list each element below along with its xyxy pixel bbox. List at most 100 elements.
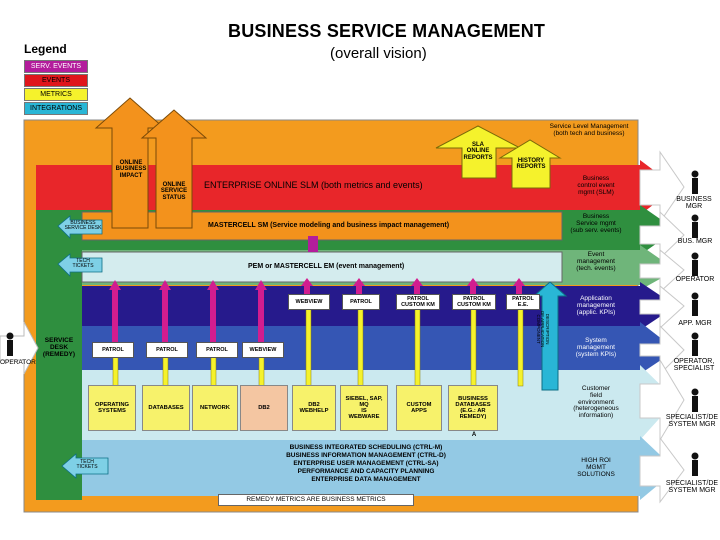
magenta-arrow-1 bbox=[112, 286, 118, 344]
yellow-arrow-9 bbox=[517, 307, 524, 387]
legend-serv-events: SERV. EVENTS bbox=[24, 60, 88, 73]
magenta-arrow-5 bbox=[304, 282, 310, 296]
tail-arrow-3 bbox=[639, 248, 685, 294]
env-box-custom-apps: CUSTOM APPS bbox=[396, 385, 442, 431]
right-label-bsm: Business Service mgmt (sub serv. events) bbox=[570, 213, 622, 234]
label-tech-tickets-1: TECH TICKETS bbox=[72, 258, 94, 270]
magenta-arrow-8 bbox=[470, 282, 476, 296]
page-subtitle: (overall vision) bbox=[330, 45, 427, 62]
label-business-service-desk: BUSINESS SERVICE DESK bbox=[64, 220, 102, 232]
person-icon-1 bbox=[691, 170, 699, 194]
arrow-sla-reports bbox=[435, 125, 521, 179]
yellow-arrow-2 bbox=[162, 355, 169, 387]
yellow-arrow-3 bbox=[210, 355, 217, 387]
yellow-arrow-6 bbox=[357, 307, 364, 387]
yellow-arrow-4 bbox=[258, 355, 265, 387]
person-icon-2 bbox=[691, 214, 699, 238]
env-box-db2: DB2 bbox=[240, 385, 288, 431]
bottom-line-1: BUSINESS INTEGRATED SCHEDULING (CTRL-M) bbox=[289, 444, 443, 451]
page-title: BUSINESS SERVICE MANAGEMENT bbox=[228, 21, 546, 41]
legend-integrations: INTEGRATIONS bbox=[24, 102, 88, 115]
remedy-note: REMEDY METRICS ARE BUSINESS METRICS bbox=[218, 494, 414, 506]
person-icon-5 bbox=[691, 332, 699, 356]
legend-events: EVENTS bbox=[24, 74, 88, 87]
magenta-arrow-4 bbox=[258, 286, 264, 344]
bottom-line-5: ENTERPRISE DATA MANAGEMENT bbox=[311, 476, 421, 483]
arrow-business-service-desk bbox=[57, 215, 103, 239]
slm-layer-label: ENTERPRISE ONLINE SLM (both metrics and … bbox=[204, 180, 423, 190]
env-box-network: NETWORK bbox=[192, 385, 238, 431]
magenta-arrow-7 bbox=[414, 282, 420, 296]
role-left-operator: OPERATOR bbox=[0, 359, 36, 366]
pem-bar bbox=[81, 251, 563, 283]
cyan-vertical-arrow bbox=[532, 281, 568, 391]
label-tech-tickets-3: TECH TICKETS bbox=[76, 459, 98, 471]
label-online-business-impact: ONLINE BUSINESS IMPACT bbox=[115, 160, 147, 179]
role-app-mgr: APP. MGR bbox=[678, 320, 712, 327]
env-box-business-databases: BUSINESS DATABASES (E.G.: AR REMEDY) bbox=[448, 385, 498, 431]
person-icon-7 bbox=[691, 452, 699, 476]
yellow-arrow-5 bbox=[305, 307, 312, 387]
navy-box-patrol-custom-2: PATROL CUSTOM KM bbox=[452, 294, 496, 310]
arrow-online-service-status bbox=[140, 109, 208, 229]
magenta-arrow-3 bbox=[210, 286, 216, 344]
tail-arrow-4 bbox=[639, 284, 685, 330]
blue-box-patrol-1: PATROL bbox=[92, 342, 134, 358]
navy-box-patrol: PATROL bbox=[342, 294, 380, 310]
role-operator-specialist: OPERATOR, SPECIALIST bbox=[673, 358, 715, 373]
slm-note: Service Level Management (both tech and … bbox=[549, 123, 629, 137]
arrow-tech-tickets-1 bbox=[57, 253, 103, 277]
purple-connector bbox=[308, 236, 318, 252]
legend-title: Legend bbox=[24, 42, 67, 56]
magenta-arrow-9 bbox=[516, 282, 522, 296]
env-box-operating-systems: OPERATING SYSTEMS bbox=[88, 385, 136, 431]
env-box-siebel: SIEBEL, SAP, MQ IS WEBWARE bbox=[340, 385, 388, 431]
blue-box-patrol-2: PATROL bbox=[146, 342, 188, 358]
bottom-line-2: BUSINESS INFORMATION MANAGEMENT (CTRL-D) bbox=[286, 452, 446, 459]
bottom-layer bbox=[82, 436, 676, 500]
navy-box-patrol-ee: PATROL E.E. bbox=[506, 294, 540, 310]
yellow-arrow-1 bbox=[112, 355, 119, 387]
yellow-arrow-7 bbox=[414, 307, 421, 387]
tail-arrow-2 bbox=[639, 210, 685, 260]
navy-box-webview: WEBVIEW bbox=[288, 294, 330, 310]
magenta-arrow-6 bbox=[356, 282, 362, 296]
blue-layer bbox=[82, 322, 676, 374]
yellow-arrow-8 bbox=[470, 307, 477, 387]
navy-box-patrol-custom-1: PATROL CUSTOM KM bbox=[396, 294, 440, 310]
env-box-db2-webhelp: DB2 WEBHELP bbox=[292, 385, 336, 431]
mastercell-sm-label: MASTERCELL SM (Service modeling and busi… bbox=[208, 222, 450, 229]
bottom-line-4: PERFORMANCE AND CAPACITY PLANNING bbox=[297, 468, 435, 475]
role-specialist-1: SPECIALIST/DE SYSTEM MGR bbox=[665, 414, 719, 429]
person-icon-4 bbox=[691, 292, 699, 316]
tail-arrow-7 bbox=[639, 436, 685, 504]
right-label-high-roi: HIGH ROI MGMT SOLUTIONS bbox=[577, 457, 615, 478]
role-bus-mgr: BUS. MGR bbox=[677, 238, 713, 245]
arrow-online-business-impact bbox=[94, 97, 166, 229]
right-label-app-mgmt: Application management (applic. KPIs) bbox=[576, 295, 616, 316]
label-service-desk-remedy: SERVICE DESK (REMEDY) bbox=[42, 337, 76, 358]
legend-metrics: METRICS bbox=[24, 88, 88, 101]
tail-arrow-5 bbox=[639, 324, 685, 376]
marker-a: A bbox=[471, 432, 477, 438]
right-label-event-mgmt: Event management (tech. events) bbox=[576, 251, 616, 272]
role-operator: OPERATOR bbox=[675, 276, 715, 283]
magenta-arrow-2 bbox=[162, 286, 168, 344]
right-label-system-mgmt: System management (system KPIs) bbox=[575, 337, 617, 358]
role-specialist-2: SPECIALIST/DE SYSTEM MGR bbox=[665, 480, 719, 495]
tail-arrow-6 bbox=[639, 358, 685, 442]
label-online-service-status: ONLINE SERVICE STATUS bbox=[160, 182, 188, 201]
label-history-reports: HISTORY REPORTS bbox=[516, 158, 546, 171]
bottom-line-3: ENTERPRISE USER MANAGEMENT (CTRL-SA) bbox=[293, 460, 439, 467]
env-box-databases: DATABASES bbox=[142, 385, 190, 431]
left-operator-arrow bbox=[0, 321, 39, 375]
right-label-customer-field: Customer field environment (heterogeneou… bbox=[573, 385, 619, 420]
tail-arrow-1 bbox=[639, 150, 685, 224]
arrow-tech-tickets-3 bbox=[61, 453, 109, 479]
label-sla-reports: SLA ONLINE REPORTS bbox=[463, 142, 493, 161]
blue-box-webview: WEBVIEW bbox=[242, 342, 284, 358]
person-icon-left bbox=[6, 332, 14, 356]
person-icon-3 bbox=[691, 252, 699, 276]
person-icon-6 bbox=[691, 388, 699, 412]
right-label-slm: Business control event mgmt (SLM) bbox=[577, 175, 615, 196]
